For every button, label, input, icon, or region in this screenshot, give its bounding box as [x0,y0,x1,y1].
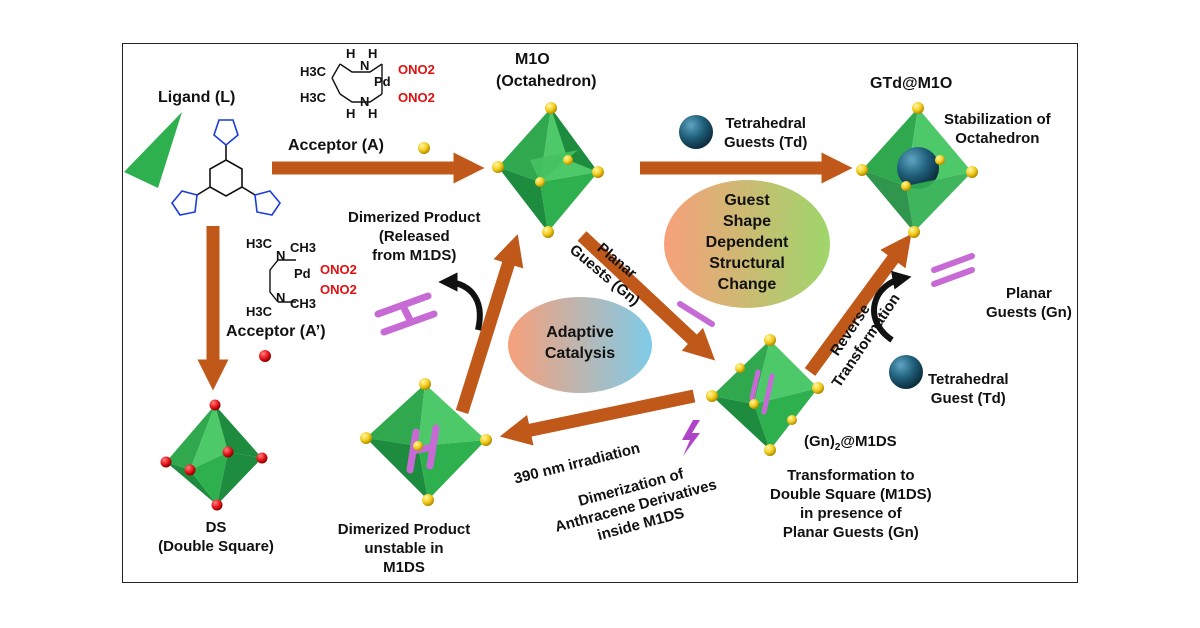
chem-n-2: N [360,94,370,109]
arrow-m1o-to-m1ds [577,231,716,361]
chem-h3c-1: H3C [300,64,327,79]
chem-h-3: H [346,106,356,121]
arrow-dimer-to-m1o [455,234,524,414]
chem-h-4: H [368,106,378,121]
chem-ch3-2: CH3 [290,296,317,311]
dimer-unstable-line1: Dimerized Product [337,521,471,538]
ligand-triangle-icon [124,112,182,188]
gn2-prefix: (Gn) [804,433,835,450]
dimer-unstable-label: Dimerized Product unstable in M1DS [330,520,478,577]
guest-shape-text: Guest Shape Dependent Structural Change [697,190,797,295]
tetrahedral-guests-label: Tetrahedral Guests (Td) [724,114,807,152]
ds-line2: (Double Square) [158,538,274,555]
chem-ono2-3: ONO2 [320,262,357,277]
guest-shape-ellipse [664,180,830,308]
chem-ch3-1: CH3 [290,240,317,255]
dimer-unstable-line2: unstable in [364,540,444,557]
stabilization-line2: Octahedron [955,130,1040,147]
guest-shape-line1: Guest [724,192,770,209]
chem-pd-1: Pd [374,74,391,89]
chem-h3c-4: H3C [246,304,273,319]
transformation-line2: Double Square (M1DS) [770,486,932,503]
chem-ono2-1: ONO2 [398,62,435,77]
m1o-title: M1O [515,51,550,68]
dimerized-released-line2: (Released [378,228,450,245]
adaptive-catalysis-text: Adaptive Catalysis [530,322,630,364]
transformation-label: Transformation to Double Square (M1DS) i… [770,466,932,542]
planar-guests-right-line2: Guests (Gn) [986,304,1072,321]
guest-shape-line2: Shape [722,213,771,230]
tetrahedral-guest-sphere-icon [679,115,713,149]
m1o-subtitle: (Octahedron) [496,73,597,90]
adaptive-line1: Adaptive [546,324,614,341]
curved-arrow-release-icon [438,272,483,331]
planar-guest-diagonal-icon [677,301,715,327]
stabilization-label: Stabilization of Octahedron [944,110,1051,148]
dimerized-released-label: Dimerized Product (Released from M1DS) [348,208,481,265]
planar-guests-right-label: Planar Guests (Gn) [986,284,1072,322]
ligand-structure-icon [171,119,281,216]
chem-h3c-3: H3C [246,236,273,251]
arrow-m1ds-to-gtd [804,233,912,376]
tetrahedral-guests-line2: Guests (Td) [724,134,808,151]
tetrahedral-guest-label: Tetrahedral Guest (Td) [928,370,1009,408]
tetrahedral-guest-line1: Tetrahedral [928,371,1009,388]
gtd-m1o-title: GTd@M1O [870,75,953,92]
acceptor-a-prime-structure-icon [269,259,296,303]
adaptive-catalysis-ellipse [508,297,652,393]
stabilization-line1: Stabilization of [944,111,1051,128]
chem-pd-2: Pd [294,266,311,281]
arrow-m1ds-to-dimer [499,389,696,446]
chem-h-2: H [368,46,378,61]
acceptor-a-prime-dot-icon [259,350,271,362]
tetrahedral-guest-line2: Guest (Td) [930,390,1006,407]
ligand-label: Ligand (L) [158,89,236,106]
gn2-m1ds-double-square-icon [706,334,824,456]
transformation-line1: Transformation to [787,467,915,484]
planar-guests-right-line1: Planar [1005,285,1052,302]
gn2-sub: 2 [834,442,841,453]
adaptive-line2: Catalysis [544,345,616,362]
acceptor-a-structure-icon [331,63,383,103]
transformation-line3: in presence of [799,505,902,522]
acceptor-a-label: Acceptor (A) [288,137,385,154]
dimer-released-icon [374,292,438,336]
figure-frame [122,43,1078,583]
dimerized-released-line3: from M1DS) [372,247,457,264]
chem-h3c-2: H3C [300,90,327,105]
transformation-line4: Planar Guests (Gn) [782,524,919,541]
chem-ono2-2: ONO2 [398,90,435,105]
gn2-suffix: @M1DS [840,433,897,450]
guest-shape-line3: Dependent [705,234,789,251]
acceptor-a-dot-icon [418,142,430,154]
dimer-unstable-line3: M1DS [383,559,425,576]
gtd-m1o-octahedron-icon [856,102,978,238]
chem-h-1: H [346,46,356,61]
chem-n-4: N [276,290,286,305]
guest-shape-line5: Change [717,276,777,293]
chem-ono2-4: ONO2 [320,282,357,297]
chem-n-1: N [360,58,370,73]
m1o-octahedron-icon [492,102,604,238]
acceptor-a-prime-label: Acceptor (A’) [226,323,326,340]
m1ds-with-dimer-icon [360,378,492,506]
ds-label: DS (Double Square) [152,518,280,556]
ds-double-square-icon [160,399,268,511]
guest-shape-line4: Structural [709,255,785,272]
planar-guest-right-icon [931,253,975,287]
tetrahedral-guest-sphere-icon [889,355,923,389]
dimerized-released-line1: Dimerized Product [348,209,481,226]
gn2-m1ds-label: (Gn)2@M1DS [804,432,897,457]
chem-n-3: N [276,248,286,263]
tetrahedral-guests-line1: Tetrahedral [725,115,806,132]
curved-arrow-exchange-icon [871,270,912,343]
lightning-bolt-icon [682,420,700,456]
ds-line1: DS [205,519,227,536]
